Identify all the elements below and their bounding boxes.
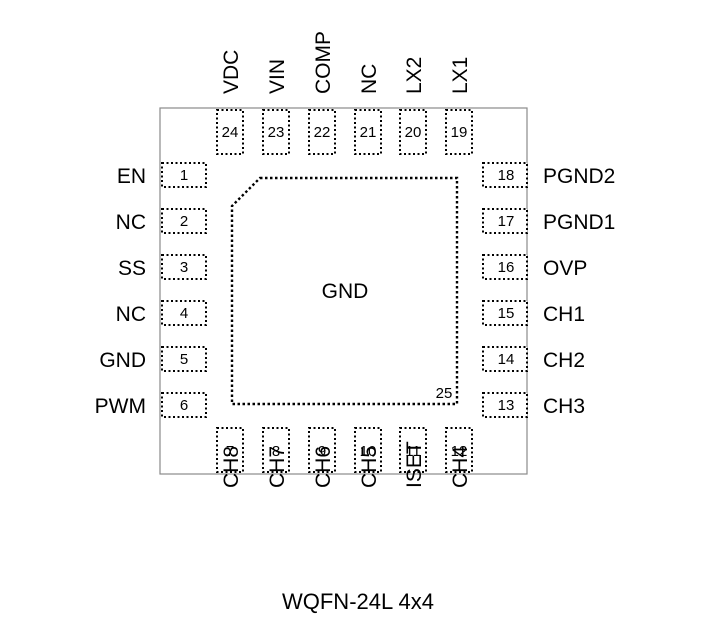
pin-label: CH2 [543, 349, 585, 372]
pin-label: LX2 [403, 57, 426, 94]
pin-number: 11 [405, 443, 421, 460]
pin-pad [482, 300, 528, 326]
pin-pad [399, 427, 427, 473]
pin-number: 16 [498, 259, 515, 276]
pin-number: 21 [360, 124, 377, 141]
pin-pad [354, 427, 382, 473]
pin-number: 17 [498, 213, 515, 230]
pin-label: ISET [403, 441, 426, 488]
pin-number: 14 [498, 351, 515, 368]
pin-number: 19 [451, 124, 468, 141]
pin-number: 7 [226, 443, 234, 460]
pin-pad [482, 346, 528, 372]
pin-label: CH1 [543, 303, 585, 326]
pin-pad [161, 254, 207, 280]
pin-pad [482, 392, 528, 418]
pin-pad [354, 109, 382, 155]
pin-pad [308, 109, 336, 155]
pin-label: GND [99, 349, 146, 372]
pin-number: 5 [180, 351, 188, 368]
pin-pad [482, 162, 528, 188]
pin-pad [161, 300, 207, 326]
pin-pad [445, 427, 473, 473]
pin-pad [161, 208, 207, 234]
pin-label: PGND2 [543, 165, 615, 188]
pin-pad [161, 392, 207, 418]
pin-pad [262, 109, 290, 155]
pin-label: COMP [312, 31, 335, 94]
pin-pad [308, 427, 336, 473]
pin-number: 9 [318, 443, 326, 460]
pin-pad [482, 208, 528, 234]
pin-label: CH4 [449, 446, 472, 488]
pin-label: NC [358, 64, 381, 94]
pin-label: PGND1 [543, 211, 615, 234]
pin-pad [262, 427, 290, 473]
pin-label: NC [116, 303, 146, 326]
pin-label: SS [118, 257, 146, 280]
pin-pad [216, 109, 244, 155]
pin-number: 2 [180, 213, 188, 230]
pin-pad [482, 254, 528, 280]
pin-pad [161, 162, 207, 188]
pin-number: 3 [180, 259, 188, 276]
exposed-pad [230, 176, 459, 406]
pin-number: 23 [268, 124, 285, 141]
exposed-pad-number: 25 [436, 385, 453, 402]
pin-number: 12 [451, 443, 468, 460]
pin-number: 8 [272, 443, 280, 460]
pin-number: 15 [498, 305, 515, 322]
pin-pad [161, 346, 207, 372]
pin-label: PWM [95, 395, 146, 418]
package-body [159, 107, 528, 475]
pin-label: CH6 [312, 446, 335, 488]
package-caption: WQFN-24L 4x4 [282, 589, 434, 614]
pin-label: VIN [266, 59, 289, 94]
pin-number: 10 [360, 443, 377, 460]
pin-number: 22 [314, 124, 331, 141]
pin-number: 4 [180, 305, 188, 322]
pin-label: CH5 [358, 446, 381, 488]
pin-pad [399, 109, 427, 155]
pin-number: 6 [180, 397, 188, 414]
pin-pad [445, 109, 473, 155]
exposed-pad-label: GND [322, 280, 369, 303]
pin-label: EN [117, 165, 146, 188]
pin-pad [216, 427, 244, 473]
pin-label: OVP [543, 257, 587, 280]
pin-number: 24 [222, 124, 239, 141]
pin-label: NC [116, 211, 146, 234]
pin-number: 13 [498, 397, 515, 414]
pin-number: 1 [180, 167, 188, 184]
pin-number: 20 [405, 124, 422, 141]
pin-label: CH3 [543, 395, 585, 418]
pin-number: 18 [498, 167, 515, 184]
pin-label: LX1 [449, 57, 472, 94]
pin-label: VDC [220, 50, 243, 94]
pin-label: CH7 [266, 446, 289, 488]
pin-label: CH8 [220, 446, 243, 488]
